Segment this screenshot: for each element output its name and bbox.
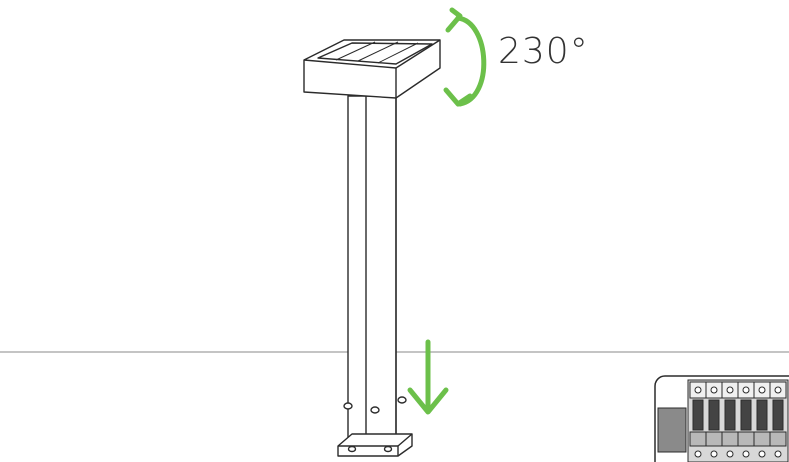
down-arrow-icon [407,339,449,415]
rotate-arrow-icon [443,7,487,107]
charging-post [303,39,441,457]
breaker-panel-inset [654,375,789,462]
rotation-angle-label: 230° [498,31,589,72]
